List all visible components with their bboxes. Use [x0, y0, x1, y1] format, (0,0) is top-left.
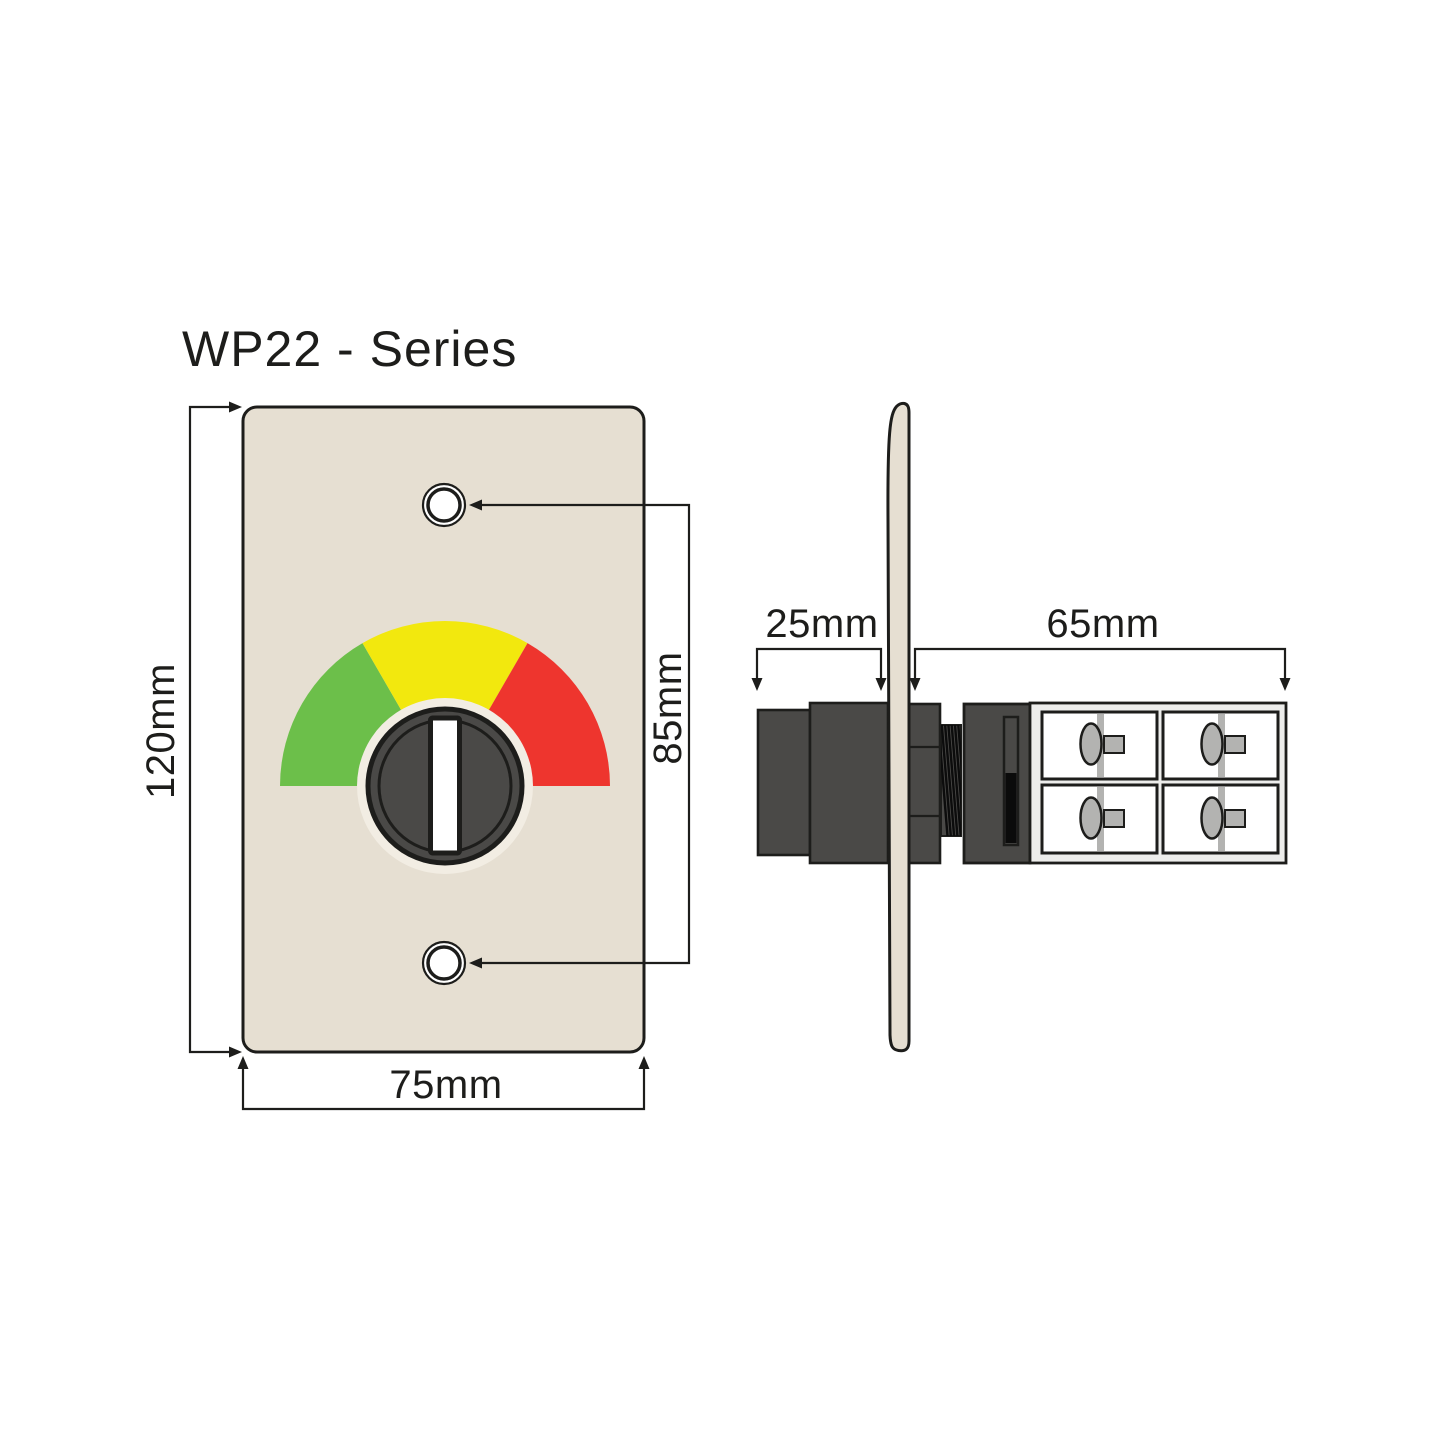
dim-body-depth-65mm: 65mm — [909, 602, 1291, 691]
dim-width-label: 75mm — [389, 1063, 502, 1107]
dim-height-line — [188, 405, 229, 1054]
switch-body-slot — [1002, 715, 1020, 847]
plate-edge-profile — [886, 401, 911, 1053]
mounting-nut-body — [907, 702, 942, 865]
dim-body-depth-line — [913, 647, 1287, 679]
key-slot — [428, 715, 462, 856]
dim-hole-spacing-line — [482, 503, 691, 965]
dim-hole-spacing-label: 85mm — [646, 651, 690, 764]
hole-inner-ring — [426, 487, 462, 523]
dim-width-75mm: 75mm — [237, 1056, 650, 1111]
terminal-tab — [1224, 809, 1246, 828]
knob-bezel-side — [808, 701, 890, 865]
dim-front-depth-25mm: 25mm — [751, 602, 887, 691]
mounting-hole-top — [421, 482, 467, 528]
knob-front-cap — [756, 708, 812, 857]
mounting-nut-lines — [909, 745, 940, 818]
arrow-left-icon — [469, 499, 482, 511]
front-view — [241, 405, 646, 1054]
hole-inner-ring — [426, 945, 462, 981]
terminal-cell — [1040, 710, 1159, 781]
dim-body-depth-label: 65mm — [1046, 602, 1159, 646]
arrow-down-icon — [1279, 678, 1291, 691]
arrow-down-icon — [909, 678, 921, 691]
terminal-cell — [1161, 783, 1280, 855]
arrow-down-icon — [875, 678, 887, 691]
product-title: WP22 - Series — [182, 321, 517, 377]
body-slot-black — [1005, 773, 1017, 843]
arrow-down-icon — [751, 678, 763, 691]
screw-head-icon — [1079, 722, 1103, 766]
terminal-tab — [1103, 735, 1125, 754]
terminal-tab — [1103, 809, 1125, 828]
key-switch-knob — [357, 698, 533, 874]
body-slot-outline — [1002, 715, 1020, 847]
terminal-cell — [1161, 710, 1280, 781]
dim-width-line — [241, 1069, 646, 1111]
mounting-nut — [907, 702, 942, 865]
arrow-up-icon — [237, 1056, 249, 1069]
threaded-bushing — [940, 724, 962, 837]
mounting-hole-bottom — [421, 940, 467, 986]
front-dimensions: 120mm 85mm 75mm — [139, 401, 691, 1111]
dim-front-depth-label: 25mm — [765, 602, 878, 646]
dim-height-label: 120mm — [139, 663, 183, 799]
screw-head-icon — [1200, 722, 1224, 766]
terminal-cell — [1040, 783, 1159, 855]
screw-head-icon — [1079, 796, 1103, 840]
dim-hole-spacing-85mm: 85mm — [469, 499, 691, 969]
arrow-right-icon — [229, 1046, 242, 1058]
terminal-tab — [1224, 735, 1246, 754]
arrow-left-icon — [469, 957, 482, 969]
side-dimensions: 25mm 65mm — [751, 602, 1291, 691]
switch-body — [962, 702, 1032, 865]
side-view — [756, 401, 1288, 1053]
dim-height-120mm: 120mm — [139, 401, 242, 1058]
arrow-right-icon — [229, 401, 242, 413]
terminal-block — [1028, 701, 1288, 865]
screw-head-icon — [1200, 796, 1224, 840]
dim-front-depth-line — [755, 647, 883, 679]
arrow-up-icon — [638, 1056, 650, 1069]
thread-hatching — [941, 725, 961, 836]
